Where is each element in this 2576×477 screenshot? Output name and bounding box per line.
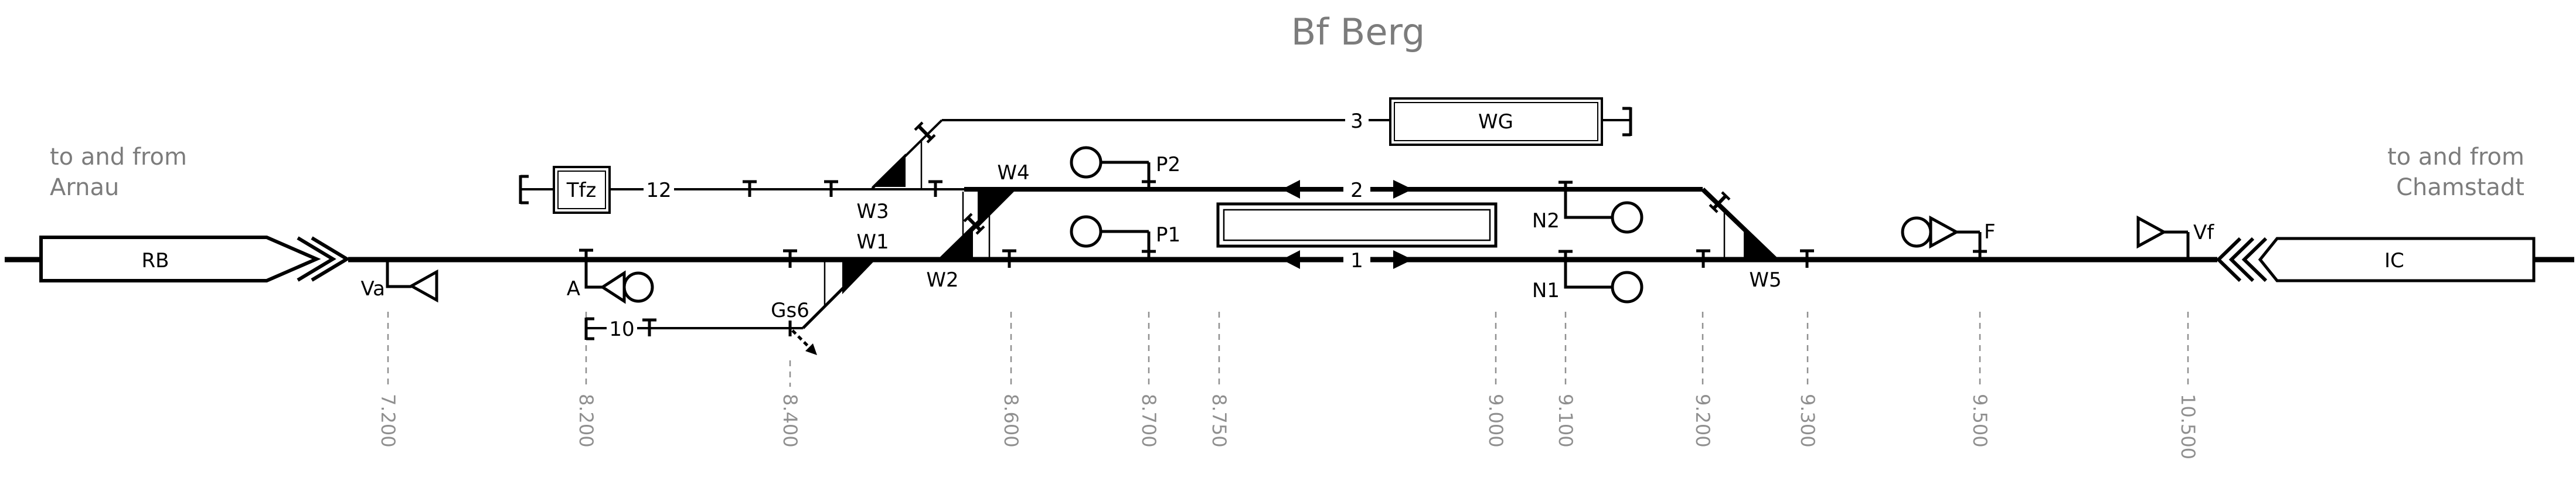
milepost-labels: 7.200 8.200 8.400 8.600 8.700 8.750 9.00… xyxy=(377,394,2199,459)
platform xyxy=(1216,202,1498,248)
signal-n1 xyxy=(1558,250,1643,304)
milepost-label: 9.000 xyxy=(1485,394,1507,448)
page-title: Bf Berg xyxy=(1291,11,1425,53)
signal-circle-icon xyxy=(622,271,654,303)
signal-n2-label: N2 xyxy=(1532,209,1560,233)
signal-p1-label: P1 xyxy=(1156,223,1180,247)
ic-label: IC xyxy=(2384,249,2404,272)
switch-w3-wedge xyxy=(872,154,906,187)
ic-chevron-icon xyxy=(2241,237,2268,282)
signal-va xyxy=(386,262,438,303)
wg-building: WG xyxy=(1389,97,1603,146)
direction-arrows xyxy=(1282,180,1413,269)
note-left-line1: to and from xyxy=(50,144,187,171)
signal-p2 xyxy=(1070,146,1156,189)
milepost-label: 9.200 xyxy=(1692,394,1714,448)
milepost-lines xyxy=(387,312,2189,387)
switch-w4-label: W4 xyxy=(997,161,1029,185)
signal-circle-icon xyxy=(1070,146,1102,179)
milepost-label: 9.500 xyxy=(1969,394,1991,448)
milepost-label: 8.200 xyxy=(575,394,597,448)
wg-label: WG xyxy=(1478,110,1513,134)
signal-triangle-icon xyxy=(1929,215,1960,249)
milepost-label: 8.600 xyxy=(1000,394,1022,448)
rb-chevron-icon xyxy=(311,236,351,282)
switch-w5-wedge xyxy=(1744,227,1776,257)
rb-label: RB xyxy=(142,249,169,272)
milepost-label: 7.200 xyxy=(377,394,399,448)
signal-va-label: Va xyxy=(361,277,385,301)
signal-triangle-icon xyxy=(600,270,626,304)
signal-vf xyxy=(2136,215,2190,260)
switch-w2-label: W2 xyxy=(926,268,958,292)
note-right-line2: Chamstadt xyxy=(2396,174,2524,201)
track-3-number: 3 xyxy=(1350,110,1363,133)
ic-chevron-icon xyxy=(2228,237,2255,282)
signal-circle-icon xyxy=(1901,216,1932,248)
milepost-label: 9.300 xyxy=(1796,394,1819,448)
signal-n1-label: N1 xyxy=(1532,279,1560,302)
track-12-number: 12 xyxy=(646,179,671,202)
milepost-label: 8.400 xyxy=(779,394,801,448)
derailer-arrowhead xyxy=(805,343,817,355)
signal-p1 xyxy=(1070,215,1156,260)
signal-a xyxy=(579,248,654,304)
rail-joint-ticks xyxy=(642,180,1814,336)
signal-circle-icon xyxy=(1611,201,1643,234)
track-10-number: 10 xyxy=(609,318,634,341)
switch-w4-wedge xyxy=(978,192,1014,228)
buffer-stop-track3 xyxy=(1622,107,1632,137)
ic-chevron-icon xyxy=(2216,237,2242,282)
switch-w2-wedge xyxy=(941,226,973,257)
derailer-gs6 xyxy=(788,321,817,355)
distant-signal-triangle-icon xyxy=(408,269,438,303)
buffer-stop-track12 xyxy=(519,175,529,205)
switch-wedges xyxy=(842,154,1776,294)
signal-circle-icon xyxy=(1611,271,1643,304)
rb-route-arrow: RB xyxy=(39,236,351,282)
milepost-label: 10.500 xyxy=(2177,394,2199,459)
signal-f xyxy=(1901,215,1987,260)
note-left-line2: Arnau xyxy=(50,174,119,201)
tfz-label: Tfz xyxy=(566,179,597,202)
milepost-label: 8.750 xyxy=(1208,394,1230,448)
milepost-label: 8.700 xyxy=(1138,394,1160,448)
switch-w1-wedge xyxy=(842,262,873,294)
track-1-number: 1 xyxy=(1350,249,1363,272)
signal-f-label: F xyxy=(1984,220,1996,244)
diagonal-joint-marks xyxy=(914,121,1731,235)
switch-w1-label: W1 xyxy=(856,230,889,254)
milepost-label: 9.100 xyxy=(1554,394,1577,448)
signal-circle-icon xyxy=(1070,215,1102,248)
signal-vf-label: Vf xyxy=(2193,221,2214,244)
note-right-line1: to and from xyxy=(2387,144,2524,171)
switch-w3-label: W3 xyxy=(856,200,889,223)
derailer-gs6-label: Gs6 xyxy=(771,299,809,322)
buffer-stop-track10 xyxy=(584,317,594,340)
derailer-throw-arrow xyxy=(791,329,811,349)
signal-n2 xyxy=(1558,180,1643,234)
signal-a-label: A xyxy=(567,277,580,301)
rb-chevron-icon xyxy=(297,236,336,282)
ic-route-arrow: IC xyxy=(2216,237,2536,282)
track-2-number: 2 xyxy=(1350,179,1363,202)
signal-p2-label: P2 xyxy=(1156,153,1180,176)
distant-signal-triangle-icon xyxy=(2136,215,2167,249)
switch-w5-label: W5 xyxy=(1749,268,1781,292)
tfz-building: Tfz xyxy=(553,166,611,214)
